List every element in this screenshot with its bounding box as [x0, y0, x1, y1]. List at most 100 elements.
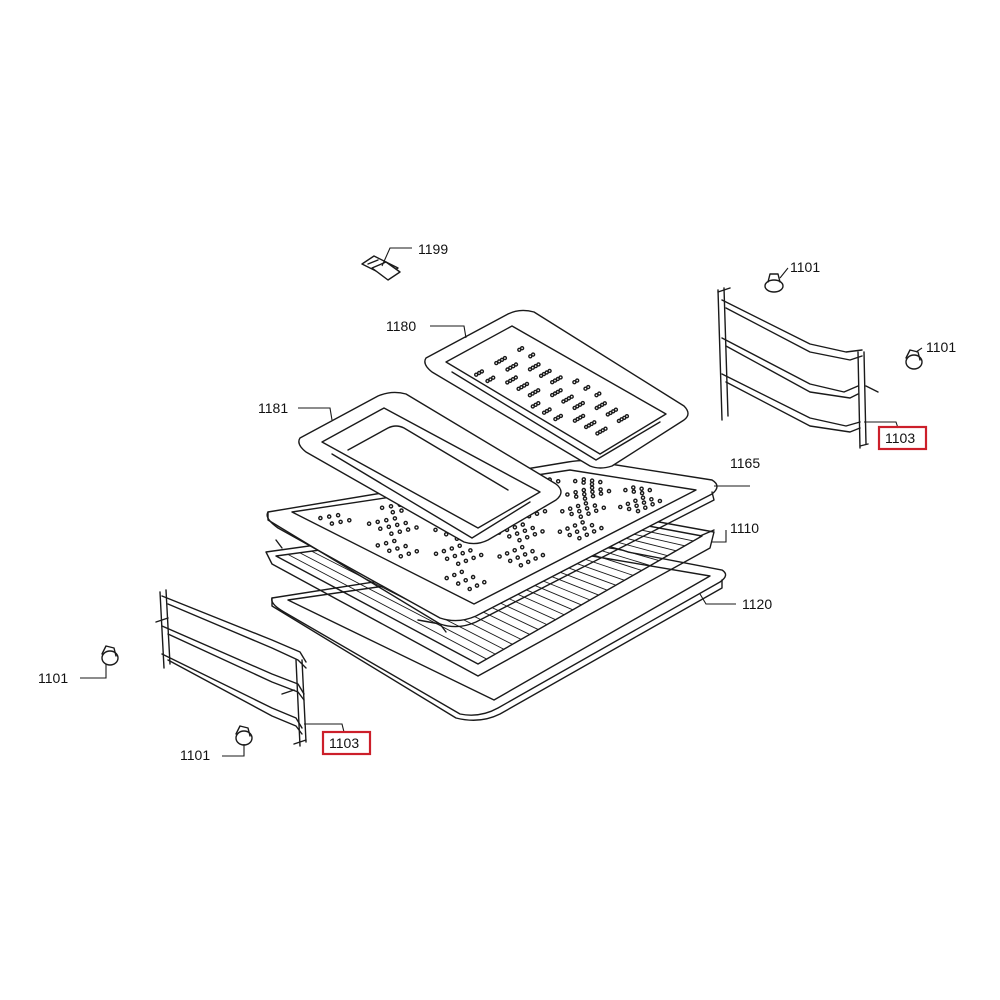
perforation-dot — [536, 362, 541, 367]
perforation-dot — [589, 522, 595, 528]
leader-1101-rt — [779, 267, 789, 279]
small-gastronorm-pan[interactable] — [298, 391, 562, 545]
perforation-dot — [481, 579, 487, 585]
perforation-dot — [557, 529, 563, 535]
perforation-dot — [558, 413, 564, 419]
perforation-dot — [517, 537, 522, 543]
perforation-dot — [631, 489, 637, 494]
perforation-dot — [502, 355, 508, 361]
perforation-dot — [512, 525, 518, 530]
perforation-dot — [613, 407, 619, 412]
perforation-dot — [572, 523, 578, 528]
perforation-dot — [405, 527, 411, 532]
perforation-dot — [647, 487, 653, 493]
perforation-dot — [499, 357, 505, 362]
perforation-dot — [599, 525, 604, 531]
rack-bar — [299, 552, 496, 655]
perforation-dot — [584, 506, 590, 511]
large-gastronorm-pan[interactable] — [424, 309, 689, 469]
perforation-dot — [534, 511, 540, 517]
perforation-dot — [633, 498, 638, 504]
perforation-dot — [547, 407, 552, 412]
perforation-dot — [639, 490, 645, 496]
highlight-box-right — [877, 425, 928, 451]
perforation-dot — [625, 501, 631, 507]
leader-1120 — [699, 593, 736, 605]
right-side-rail[interactable] — [717, 287, 879, 449]
perforation-dot — [470, 574, 476, 580]
perforation-dot — [452, 553, 458, 559]
perforation-dot — [643, 505, 648, 511]
perforation-dot — [414, 549, 420, 554]
perforation-dot — [513, 362, 519, 367]
leader-1110 — [712, 530, 727, 543]
perforation-dot — [540, 529, 545, 534]
leader-1180 — [430, 325, 467, 339]
perforation-dot — [582, 491, 587, 497]
clip-part[interactable] — [361, 255, 401, 281]
perforation-dot — [386, 524, 392, 530]
callout-1101-left-top: 1101 — [38, 670, 68, 686]
perforation-dot — [394, 522, 400, 528]
perforation-dot — [586, 384, 591, 390]
perforation-dot — [567, 506, 573, 512]
perforation-dot — [589, 478, 595, 484]
screw-right-side[interactable] — [905, 349, 923, 370]
perforation-dot — [578, 514, 584, 520]
left-side-rail[interactable] — [155, 589, 307, 747]
perforation-dot — [474, 583, 480, 588]
perforation-dot — [463, 558, 469, 564]
perforation-dot — [379, 505, 385, 511]
perforation-dot — [395, 546, 400, 551]
perforation-dot — [584, 532, 590, 538]
rack-bar — [287, 553, 488, 660]
perforation-dot — [580, 413, 586, 419]
screw-left-top[interactable] — [101, 645, 119, 666]
perforation-dot — [326, 514, 332, 519]
perforation-dot — [455, 581, 461, 586]
perforation-dot — [386, 548, 392, 554]
perforation-dot — [449, 546, 455, 551]
perforation-dot — [444, 556, 450, 562]
perforation-dot — [398, 554, 404, 559]
perforation-dot — [403, 520, 409, 526]
perforation-dot — [567, 532, 573, 538]
perforation-dot — [583, 501, 589, 506]
callout-1165: 1165 — [730, 455, 760, 471]
perforation-dot — [507, 558, 513, 564]
screw-left-bottom[interactable] — [235, 725, 253, 746]
callout-1101-right-side: 1101 — [926, 339, 956, 355]
perforation-dot — [524, 535, 530, 540]
screw-right-top[interactable] — [764, 273, 784, 293]
callout-1101-right-top: 1101 — [790, 259, 820, 275]
perforation-dot — [569, 511, 574, 517]
perforation-dot — [388, 503, 394, 509]
perforation-dot — [598, 487, 603, 492]
perforation-dot — [406, 551, 412, 557]
perforation-dot — [522, 552, 528, 557]
perforation-dot — [459, 569, 465, 575]
perforation-dot — [592, 503, 598, 508]
perforation-dot — [581, 487, 587, 493]
perforation-dot — [581, 477, 587, 482]
perforation-dot — [586, 511, 591, 517]
perforation-dot — [522, 528, 528, 534]
perforation-dot — [329, 521, 335, 526]
perforation-dot — [641, 500, 647, 505]
perforation-dot — [460, 550, 466, 556]
perforation-dot — [634, 503, 639, 509]
perforation-dot — [474, 372, 479, 377]
perforation-dot — [414, 525, 419, 530]
perforation-dot — [346, 518, 352, 523]
perforation-dot — [572, 478, 578, 484]
perforation-dot — [457, 543, 463, 549]
perforation-dot — [530, 525, 536, 531]
perforation-dot — [451, 572, 457, 578]
perforation-dot — [403, 543, 408, 549]
leader-1101-rs — [915, 347, 923, 353]
perforation-dot — [375, 543, 381, 548]
callout-1101-left-bottom: 1101 — [180, 747, 210, 763]
perforation-dot — [519, 544, 525, 550]
perforation-dot — [525, 559, 531, 565]
